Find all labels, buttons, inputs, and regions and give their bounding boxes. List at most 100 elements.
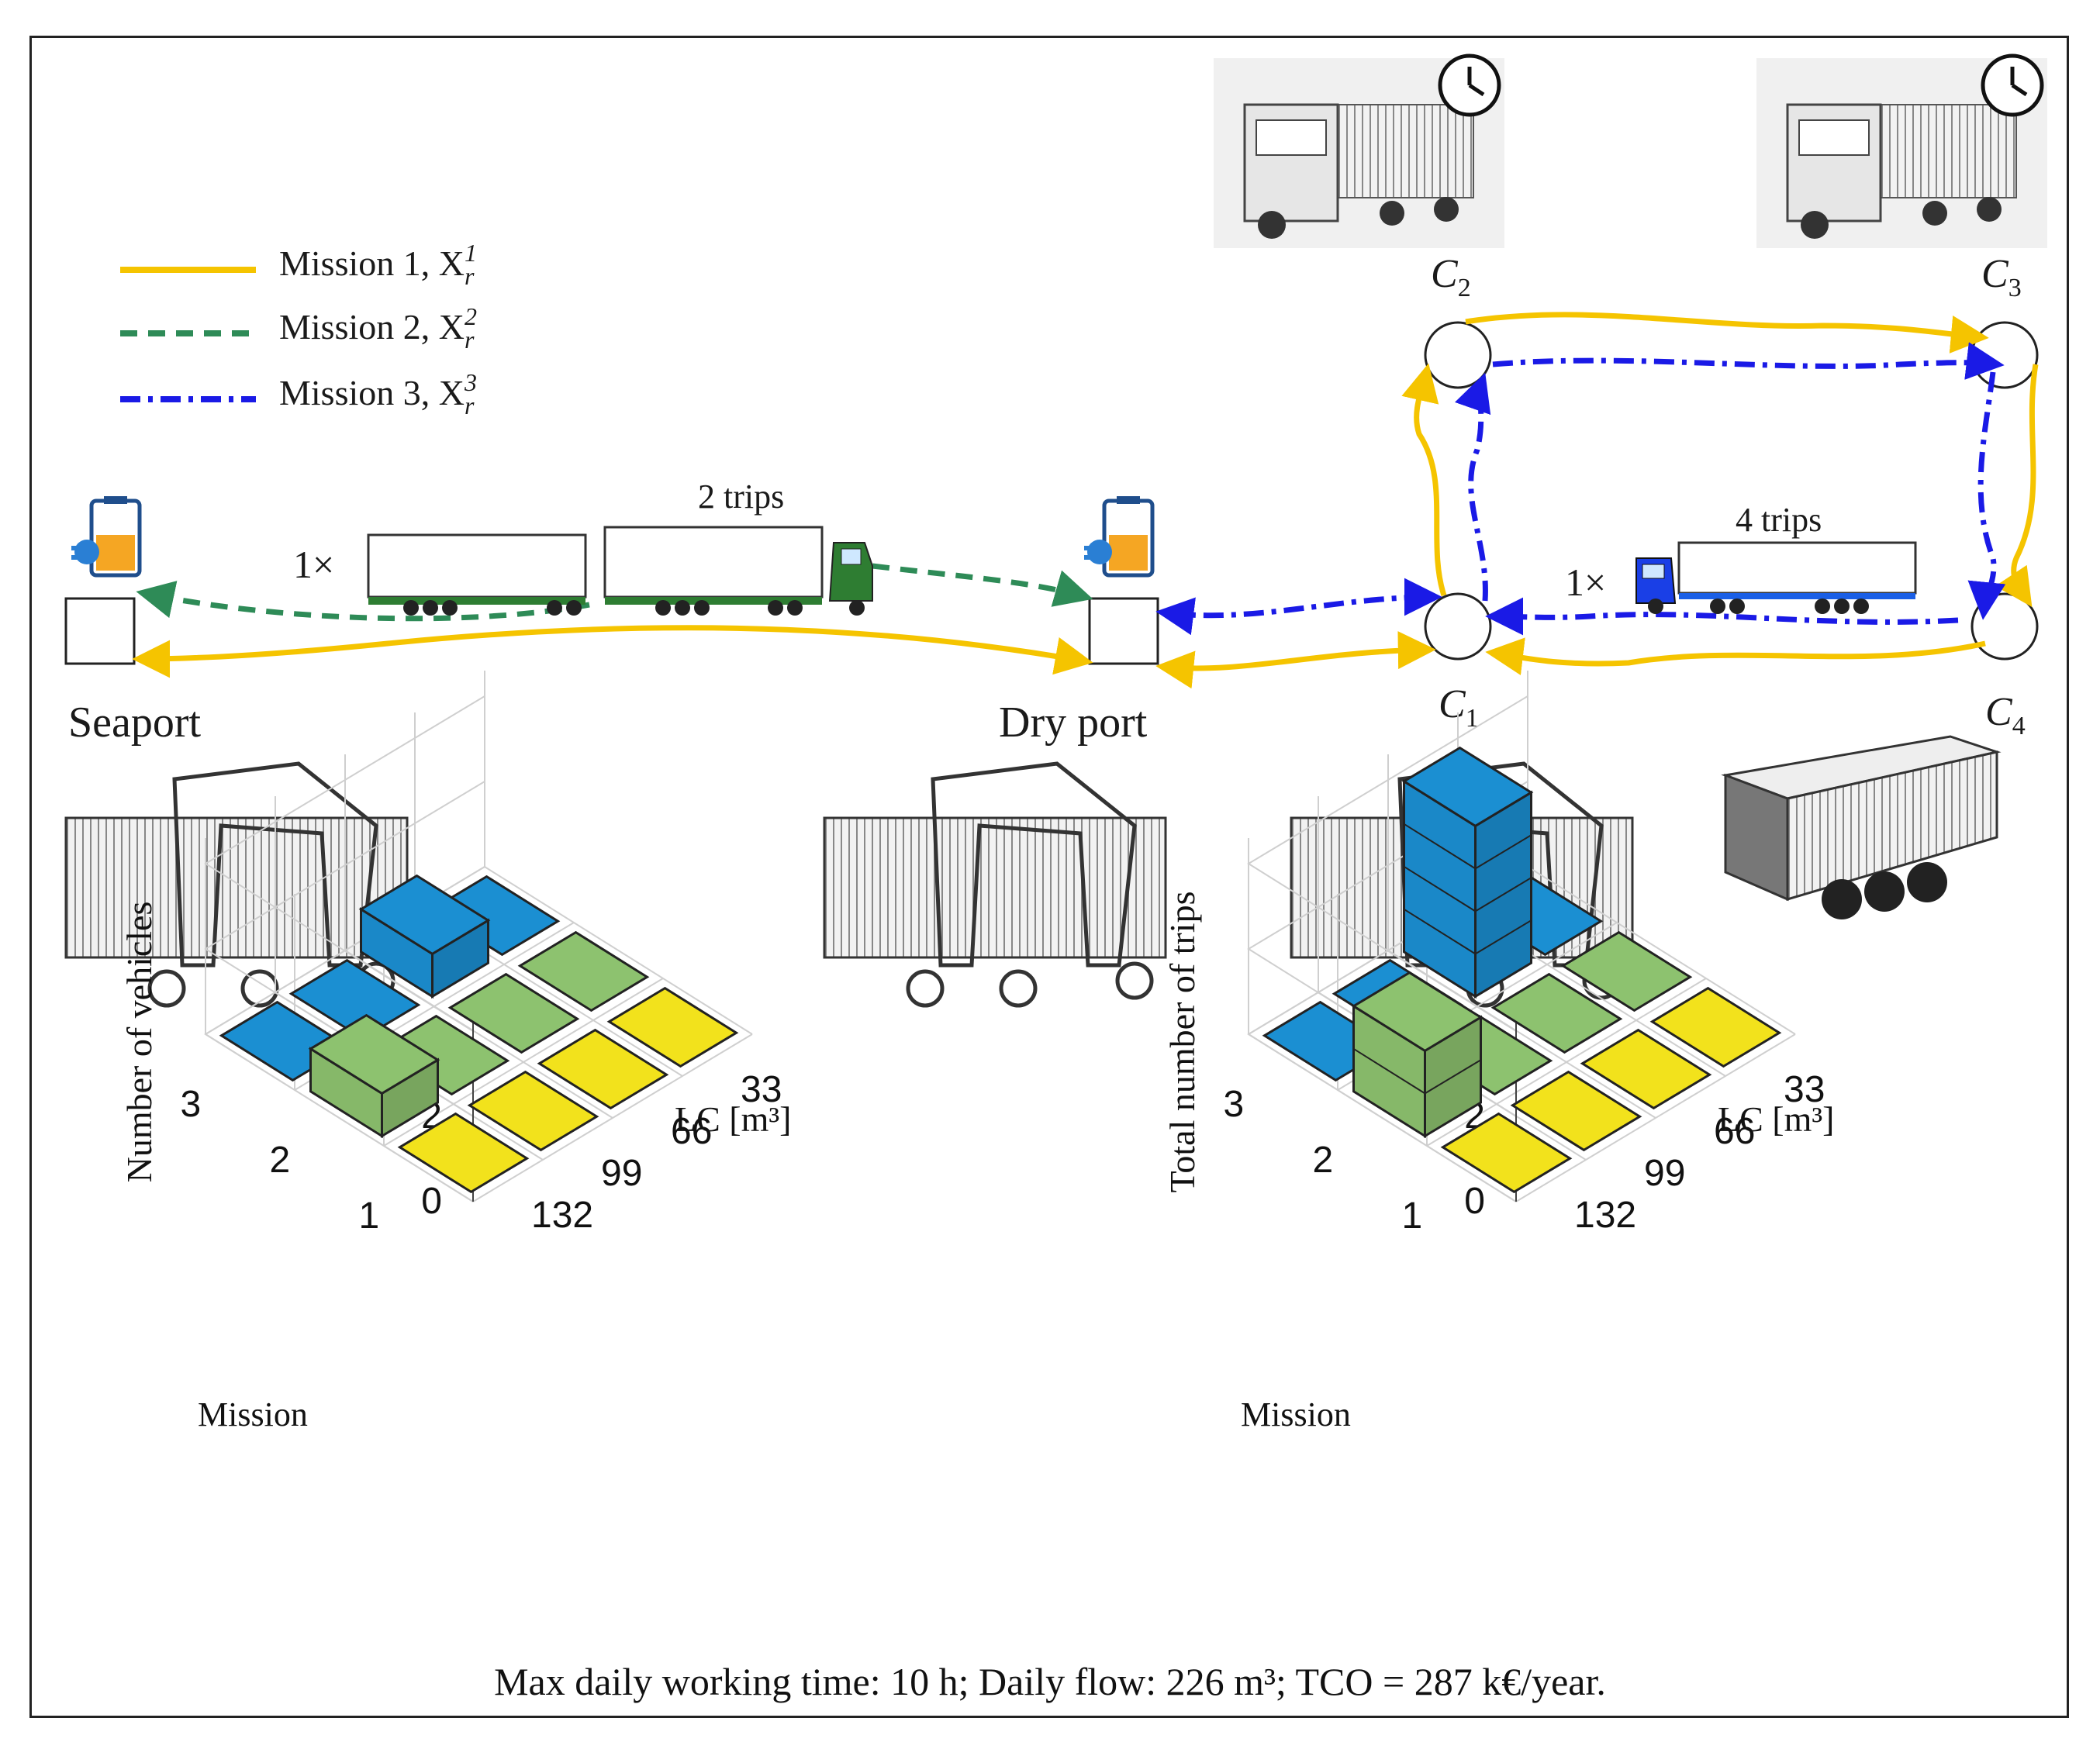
straddle-carrier-icon bbox=[64, 761, 409, 1008]
x-tick-label: 132 bbox=[1574, 1195, 1636, 1236]
y-axis-label: Mission bbox=[198, 1395, 308, 1433]
mission-3-route bbox=[1155, 342, 2006, 636]
y-tick-label: 2 bbox=[1313, 1140, 1334, 1181]
mission-2-vehicle-count: 1× bbox=[293, 543, 334, 586]
bar-top bbox=[1401, 746, 1534, 828]
bar-mission-1-lc-99 bbox=[467, 1070, 599, 1152]
bar-top bbox=[606, 986, 739, 1068]
mission-3-c3-c4 bbox=[1967, 371, 2006, 620]
z-tick-label: 0 bbox=[421, 1181, 442, 1222]
mission-1-c2-c3 bbox=[1465, 312, 1989, 354]
bar-top bbox=[358, 874, 491, 956]
z-tick-label: 0 bbox=[1464, 1181, 1485, 1222]
mission-1-c4-c1 bbox=[1485, 637, 1986, 676]
bar-top bbox=[1440, 1112, 1573, 1194]
bar-mission-1-lc-66 bbox=[537, 1028, 669, 1110]
label-c2: C2 bbox=[1431, 252, 1471, 302]
straddle-carrier-icon bbox=[823, 761, 1167, 1008]
bar-top bbox=[447, 972, 580, 1054]
bar-top bbox=[517, 930, 650, 1012]
x-axis-label: LC [m³] bbox=[1718, 1099, 1835, 1139]
bar-unit-line bbox=[1403, 908, 1532, 955]
bar-mission-3-lc-66 bbox=[358, 874, 491, 999]
bar-mission-1-lc-33 bbox=[1649, 986, 1782, 1068]
x-tick-label: 99 bbox=[1644, 1153, 1685, 1194]
node-c3 bbox=[1970, 321, 2039, 389]
bar-top bbox=[1560, 930, 1693, 1012]
mission-3-dryport-c1 bbox=[1155, 578, 1442, 636]
mission-3-vehicle-count: 1× bbox=[1565, 561, 1606, 604]
bar-top bbox=[1649, 986, 1782, 1068]
wall-gridline bbox=[1247, 695, 1528, 1032]
x-tick-label: 66 bbox=[671, 1111, 712, 1152]
y-axis-label: Mission bbox=[1241, 1395, 1351, 1433]
bar-unit-line bbox=[1403, 823, 1532, 870]
bar-top bbox=[308, 1013, 440, 1095]
node-c2 bbox=[1424, 321, 1492, 389]
truck-icon bbox=[1635, 541, 1917, 614]
bar-mission-2-lc-132 bbox=[308, 1013, 440, 1139]
bar-unit-line bbox=[1352, 1047, 1482, 1095]
bar-mission-3-lc-66 bbox=[1401, 746, 1534, 999]
z-axis-label: Total number of trips bbox=[1162, 892, 1202, 1193]
floor-gridline bbox=[1527, 866, 1796, 1035]
bar-top bbox=[288, 958, 421, 1040]
y-tick-label: 1 bbox=[359, 1195, 380, 1237]
bar-unit-line bbox=[1403, 865, 1532, 912]
bar-top bbox=[397, 1112, 530, 1194]
y-tick-label: 1 bbox=[1402, 1195, 1423, 1237]
bar-mission-2-lc-66 bbox=[447, 972, 580, 1054]
truck-icon bbox=[1756, 58, 2047, 248]
clock-icon bbox=[1981, 53, 2044, 117]
dryport-node bbox=[1088, 597, 1159, 665]
floor-gridline bbox=[383, 978, 664, 1147]
wall-gridline bbox=[204, 695, 485, 1032]
bar-top bbox=[1580, 1028, 1712, 1110]
charging-station-icon bbox=[71, 496, 142, 578]
node-c4 bbox=[1970, 592, 2039, 661]
label-c3: C3 bbox=[1981, 252, 2022, 302]
bar-mission-1-lc-99 bbox=[1510, 1070, 1642, 1152]
figure-frame bbox=[29, 36, 2069, 1718]
y-tick-label: 2 bbox=[270, 1140, 291, 1181]
label-c4: C4 bbox=[1985, 690, 2026, 740]
dryport-label: Dry port bbox=[999, 699, 1148, 747]
mission-1-dryport-c1 bbox=[1155, 631, 1436, 689]
bar-mission-1-lc-132 bbox=[397, 1112, 530, 1194]
bar-top bbox=[1351, 971, 1483, 1053]
charging-station-icon bbox=[1084, 496, 1155, 578]
y-tick-label: 3 bbox=[1224, 1084, 1245, 1125]
bar-mission-1-lc-66 bbox=[1580, 1028, 1712, 1110]
bar-mission-2-lc-33 bbox=[517, 930, 650, 1012]
mission-2-trips: 2 trips bbox=[698, 478, 784, 516]
x-tick-label: 33 bbox=[741, 1069, 782, 1110]
x-tick-label: 132 bbox=[531, 1195, 593, 1236]
mission-3-trips: 4 trips bbox=[1736, 501, 1822, 539]
mission-2-route bbox=[136, 563, 1093, 622]
bar-mission-1-lc-132 bbox=[1440, 1112, 1573, 1194]
bar-mission-2-lc-132 bbox=[1351, 971, 1483, 1139]
bar-mission-1-lc-33 bbox=[606, 986, 739, 1068]
x-tick-label: 66 bbox=[1714, 1111, 1755, 1152]
node-c1 bbox=[1424, 592, 1492, 661]
seaport-label: Seaport bbox=[68, 699, 202, 747]
mission-3-c4-c1 bbox=[1485, 597, 1959, 636]
floor-gridline bbox=[484, 866, 753, 1035]
container-trailer-icon bbox=[1721, 735, 2002, 919]
mission-3-c2-c3 bbox=[1492, 342, 2005, 380]
bar-mission-2-lc-33 bbox=[1560, 930, 1693, 1012]
floor-gridline bbox=[1515, 1033, 1796, 1202]
z-axis-label: Number of vehicles bbox=[119, 902, 159, 1183]
x-axis-label: LC [m³] bbox=[675, 1099, 792, 1139]
mission-2-dryport-seaport bbox=[136, 581, 590, 622]
bar-top bbox=[1510, 1070, 1642, 1152]
figure-caption: Max daily working time: 10 h; Daily flow… bbox=[494, 1660, 1606, 1703]
x-tick-label: 33 bbox=[1784, 1069, 1825, 1110]
